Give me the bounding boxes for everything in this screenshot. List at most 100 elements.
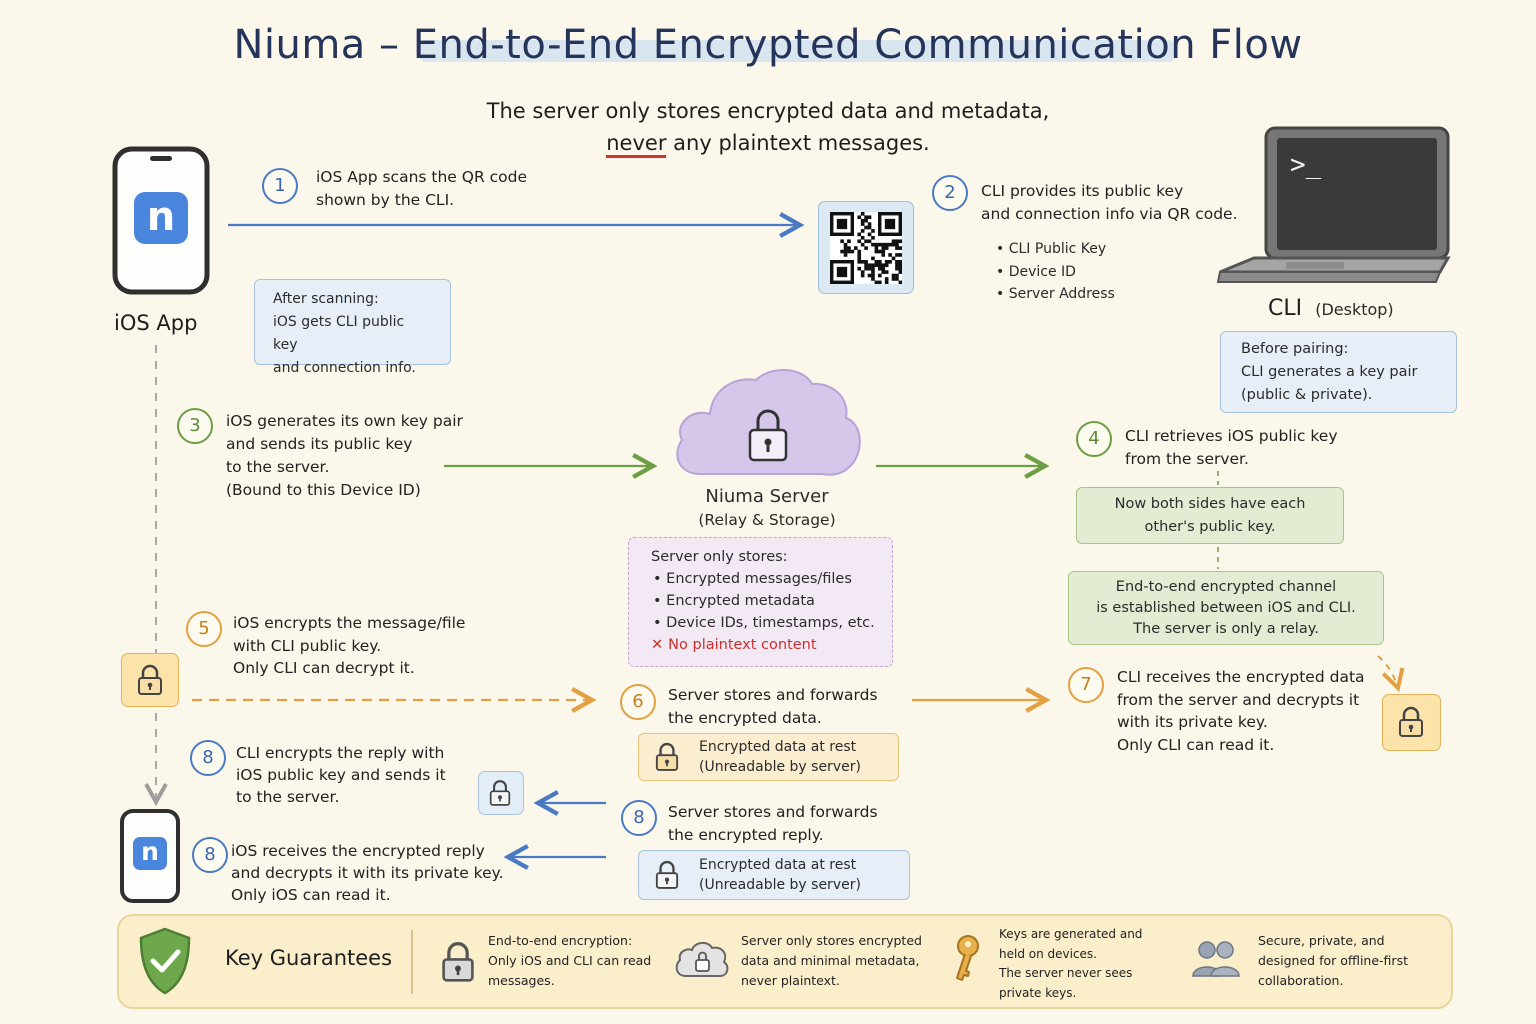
- padlock-icon: [1399, 706, 1423, 737]
- note-line: Now both sides have each: [1114, 496, 1306, 512]
- qr-module: [840, 239, 844, 244]
- step7-line: from the server and decrypts it: [1117, 690, 1360, 709]
- qr-module: [884, 242, 889, 247]
- qr-module: [874, 246, 879, 250]
- qr-module: [895, 273, 899, 278]
- qr-module: [864, 266, 868, 271]
- qr-module: [891, 242, 896, 247]
- guarantee-line: Only iOS and CLI can read: [488, 953, 652, 968]
- qr-module: [881, 253, 886, 257]
- step4-line: CLI retrieves iOS public key: [1125, 427, 1338, 445]
- qr-module: [881, 270, 886, 274]
- qr-module: [836, 266, 848, 278]
- qr-module: [867, 266, 872, 271]
- step2-text: CLI provides its public key and connecti…: [981, 180, 1238, 226]
- reply-lock-badge: [478, 771, 524, 815]
- terminal-prompt: >_: [1290, 150, 1322, 180]
- ios-app-label: iOS App: [114, 311, 198, 335]
- qr-module: [857, 260, 862, 264]
- padlock-icon: [655, 742, 679, 771]
- qr-module: [860, 236, 865, 240]
- qr-module: [884, 246, 889, 250]
- step6-text: Server stores and forwards the encrypted…: [668, 684, 878, 729]
- qr-module: [871, 236, 875, 240]
- qr-module: [843, 249, 848, 254]
- note-line: (Unreadable by server): [699, 876, 861, 893]
- qr-module: [860, 270, 865, 274]
- padlock-icon: [489, 780, 511, 806]
- qr-module: [871, 263, 875, 268]
- qr-module: [867, 222, 872, 226]
- qr-module: [878, 249, 882, 254]
- e2e-channel-note: End-to-end encrypted channel is establis…: [1068, 571, 1384, 645]
- qr-module: [854, 246, 858, 250]
- users-icon: [1192, 941, 1240, 977]
- step7-text: CLI receives the encrypted data from the…: [1117, 666, 1365, 756]
- qr-module: [878, 280, 882, 284]
- qr-module: [881, 246, 886, 250]
- qr-module: [895, 253, 899, 257]
- qr-module: [864, 263, 868, 268]
- guarantee-line: The server never sees: [999, 966, 1133, 980]
- cli-label: CLI (Desktop): [1268, 296, 1394, 321]
- step8b-text: Server stores and forwards the encrypted…: [668, 801, 878, 846]
- qr-module: [898, 239, 902, 244]
- subtitle-rest: any plaintext messages.: [673, 131, 930, 155]
- step3-line: to the server.: [226, 458, 330, 476]
- qr-module: [884, 260, 889, 264]
- key-icon: [956, 935, 979, 981]
- qr-module: [864, 246, 868, 250]
- step8c-badge: 8: [192, 837, 228, 873]
- ios-lock-badge: [121, 653, 179, 707]
- qr-module: [871, 277, 875, 281]
- qr-module: [895, 239, 899, 244]
- qr-module: [878, 263, 882, 268]
- step8b-line: Server stores and forwards: [668, 803, 878, 821]
- cross-icon: ✕: [651, 637, 664, 653]
- step8a-badge: 8: [190, 740, 226, 776]
- phone-icon: [112, 146, 210, 295]
- no-plaintext-label: No plaintext content: [668, 637, 817, 653]
- step1-text: iOS App scans the QR code shown by the C…: [316, 166, 527, 212]
- qr-module: [884, 277, 889, 281]
- qr-module: [884, 263, 889, 268]
- step8b-badge: 8: [621, 800, 657, 836]
- cli-label-main: CLI: [1268, 296, 1303, 321]
- step4-text: CLI retrieves iOS public key from the se…: [1125, 425, 1338, 471]
- step3-line: (Bound to this Device ID): [226, 481, 421, 499]
- guarantee-line: Keys are generated and: [999, 927, 1143, 941]
- step8a-line: iOS public key and sends it: [236, 766, 446, 784]
- qr-module: [857, 266, 862, 271]
- qr-module: [864, 215, 868, 220]
- note-line: Encrypted data at rest: [699, 857, 857, 873]
- qr-module: [857, 256, 862, 261]
- qr-module: [898, 260, 902, 264]
- step2-line: CLI provides its public key: [981, 182, 1184, 200]
- guarantee-line: private keys.: [999, 985, 1077, 1000]
- guarantee-2: Server only stores encrypted data and mi…: [741, 931, 922, 991]
- qr-module: [864, 218, 868, 223]
- step5-line: with CLI public key.: [233, 636, 382, 655]
- qr-module: [874, 242, 879, 247]
- qr-module: [881, 263, 886, 268]
- qr-module: [874, 249, 879, 254]
- before-pairing-note: Before pairing: CLI generates a key pair…: [1220, 331, 1457, 413]
- qr-module: [836, 218, 848, 230]
- qr-module: [898, 263, 902, 268]
- step1-line: iOS App scans the QR code: [316, 168, 528, 186]
- qr-module: [895, 246, 899, 250]
- guarantee-1: End-to-end encryption: Only iOS and CLI …: [488, 931, 651, 991]
- subtitle-line1: The server only stores encrypted data an…: [486, 99, 1050, 123]
- step8c-line: iOS receives the encrypted reply: [231, 842, 485, 860]
- subtitle-emphasis: never: [606, 131, 667, 158]
- cloud-lock-icon: [675, 942, 729, 977]
- stores-list: Encrypted messages/files Encrypted metad…: [651, 568, 892, 634]
- guarantee-line: collaboration.: [1258, 973, 1344, 988]
- qr-module: [857, 215, 862, 220]
- padlock-icon: [655, 860, 679, 889]
- step6-line: the encrypted data.: [668, 708, 822, 727]
- note-title: Before pairing:: [1241, 341, 1349, 357]
- qr-module: [871, 256, 875, 261]
- qr-module: [850, 249, 855, 254]
- qr-module: [891, 273, 896, 278]
